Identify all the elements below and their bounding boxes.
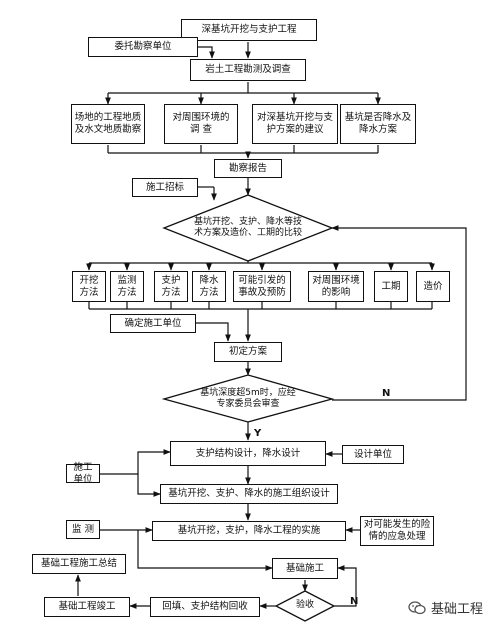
consign-survey-unit-box: 委托勘察单位 — [88, 37, 198, 57]
watermark-text: 基础工程 — [431, 602, 484, 617]
method-item-accident: 可能引发的事故及预防 — [233, 271, 291, 302]
foundation-construction-box: 基础施工 — [272, 558, 338, 579]
preliminary-plan-box: 初定方案 — [214, 342, 282, 362]
method-item-dewatering: 降水方法 — [192, 271, 226, 302]
emergency-box: 对可能发生的险情的应急处理 — [360, 516, 434, 546]
method-item-cost: 造价 — [416, 271, 450, 302]
no-label-acceptance: N — [350, 596, 359, 607]
summary-box: 基础工程施工总结 — [32, 554, 126, 574]
compare-decision-shape — [162, 194, 334, 262]
no-label-review: N — [382, 388, 391, 399]
method-item-excavation: 开挖方法 — [72, 271, 106, 302]
method-item-support: 支护方法 — [154, 271, 188, 302]
monitoring-box: 监 测 — [66, 520, 100, 539]
survey-report-box: 勘察报告 — [214, 159, 282, 178]
select-construction-unit-box: 确定施工单位 — [110, 314, 196, 333]
construction-bidding-box: 施工招标 — [132, 178, 198, 197]
survey-item-geology: 场地的工程地质及水文地质勘察 — [71, 104, 145, 144]
org-design-box: 基坑开挖、支护、降水的施工组织设计 — [160, 484, 338, 504]
survey-item-environment: 对周围环境的 调 查 — [164, 104, 238, 144]
yes-label: Y — [254, 428, 262, 439]
watermark: 基础工程 — [408, 598, 483, 617]
completion-box: 基础工程竣工 — [44, 597, 130, 617]
survey-item-dewatering: 基坑是否降水及降水方案 — [340, 104, 416, 144]
construction-unit-box: 施工单位 — [66, 462, 100, 485]
design-unit-box: 设计单位 — [342, 445, 404, 464]
acceptance-shape — [274, 590, 336, 622]
implementation-box: 基坑开挖，支护，降水工程的实施 — [152, 521, 346, 541]
method-item-monitoring: 监测方法 — [110, 271, 144, 302]
method-item-environment: 对周围环境的影响 — [308, 271, 364, 302]
review-decision-shape — [161, 374, 335, 423]
wechat-icon — [408, 600, 426, 614]
geo-survey-box: 岩土工程勘测及调查 — [190, 59, 306, 81]
backfill-box: 回填、支护结构回收 — [150, 597, 260, 617]
review-decision-text: 基坑深度超5m时，应经专家委员会审查 — [200, 387, 296, 409]
acceptance-text: 验收 — [295, 600, 314, 611]
title-box: 深基坑开挖与支护工程 — [181, 19, 317, 41]
compare-decision-text: 基坑开挖、支护、降水等技术方案及造价、工期的比较 — [194, 216, 303, 238]
survey-item-suggestion: 对深基坑开挖与支护方案的建议 — [252, 104, 338, 144]
method-item-schedule: 工期 — [374, 271, 408, 302]
design-task-box: 支护结构设计，降水设计 — [170, 441, 326, 466]
